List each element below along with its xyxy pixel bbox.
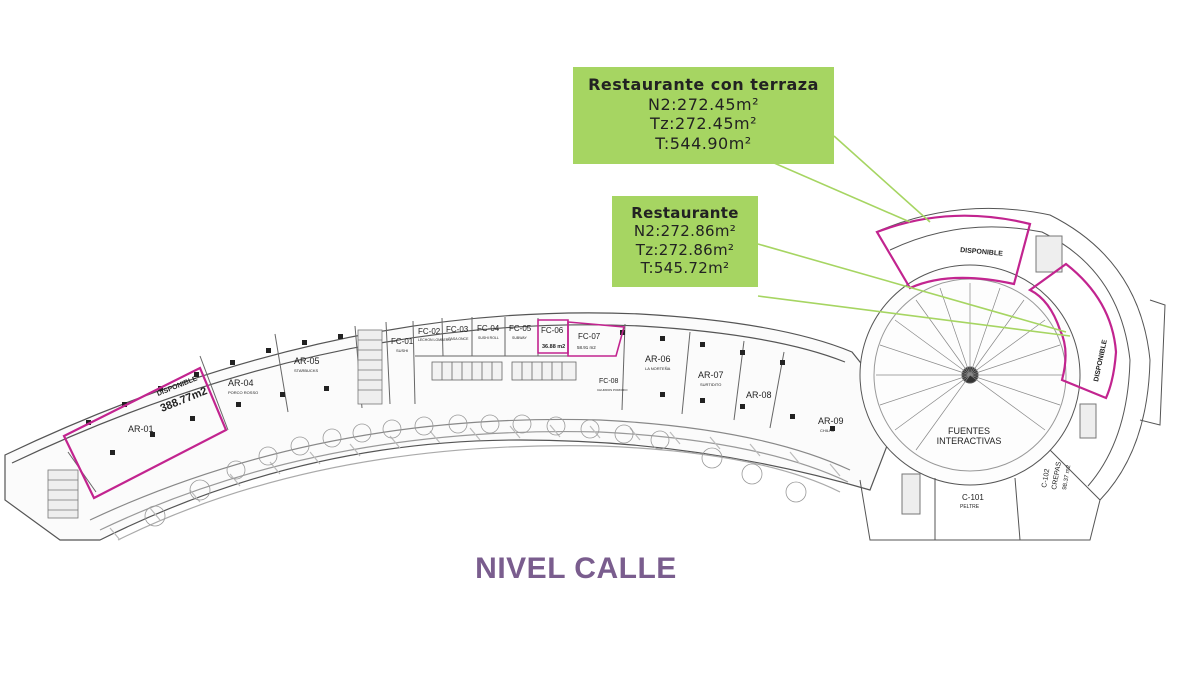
- c102-code: C-102: [1041, 468, 1051, 488]
- ar07-tenant: SURTIDITO: [700, 382, 721, 387]
- ar05-tenant: STARBUCKS: [294, 368, 318, 373]
- fc03-tenant: CASA ONCE: [448, 337, 469, 341]
- fc05-code: FC-05: [509, 324, 532, 333]
- c102-tenant: CREPAS: [1051, 461, 1063, 490]
- ar06-tenant: LA NORTEÑA: [645, 366, 671, 371]
- callout-rest-title: Restaurante: [631, 204, 739, 222]
- fc02-code: FC-02: [418, 327, 441, 336]
- callout-rest-t: T:545.72m²: [640, 258, 730, 277]
- ar04-code: AR-04: [228, 378, 254, 388]
- fc07-area: 58.91 m2: [577, 345, 596, 350]
- callout-rest-tz: Tz:272.86m²: [635, 240, 735, 259]
- fc01-tenant: SUSHI: [396, 348, 408, 353]
- food-court-counters: [431, 361, 577, 381]
- c101-tenant: PELTRE: [960, 504, 980, 510]
- ar07-code: AR-07: [698, 370, 724, 380]
- level-title: NIVEL CALLE: [475, 552, 677, 585]
- fuentes-line2: INTERACTIVAS: [937, 436, 1002, 446]
- fc07-outline: [567, 321, 626, 357]
- fc02-tenant: LECHON LOMBERO: [418, 338, 451, 342]
- ar04-tenant: PORCO ROSSO: [228, 390, 258, 395]
- ar09-code: AR-09: [818, 416, 844, 426]
- ar09-tenant: CHILI'S: [820, 428, 834, 433]
- rest-unit-status: DISPONIBLE: [1093, 339, 1109, 383]
- plaza: [859, 207, 1166, 541]
- ar08-code: AR-08: [746, 390, 772, 400]
- fc07-code: FC-07: [578, 332, 601, 341]
- ar01-outline: [62, 366, 228, 500]
- highlighted-units: [62, 214, 1118, 500]
- callout-terraza-title: Restaurante con terraza: [588, 75, 819, 94]
- stair-core: [47, 329, 383, 519]
- fc04-code: FC-04: [477, 324, 500, 333]
- fc01-code: FC-01: [391, 337, 414, 346]
- planters: [144, 414, 807, 527]
- c102-area: 98.37 m2: [1062, 464, 1072, 490]
- fc04-tenant: SUSHI ROLL: [478, 336, 499, 340]
- fc05-tenant: SUBWAY: [512, 336, 527, 340]
- rest-unit-outline: [1027, 262, 1118, 400]
- fc08-code: FC-08: [599, 378, 619, 385]
- callout-restaurante: Restaurante N2:272.86m² Tz:272.86m² T:54…: [612, 196, 758, 287]
- west-wing: [4, 312, 901, 541]
- callout-terraza-t: T:544.90m²: [655, 133, 752, 153]
- fc08-tenant: CHURROS PORFIRIO: [597, 388, 628, 392]
- fuentes-line1: FUENTES: [948, 426, 990, 436]
- callout-rest-n2: N2:272.86m²: [633, 222, 737, 241]
- ar01-code: AR-01: [128, 424, 154, 434]
- ar06-code: AR-06: [645, 354, 671, 364]
- ar05-code: AR-05: [294, 356, 320, 366]
- fc06-code: FC-06: [541, 326, 564, 335]
- callout-terraza-tz: Tz:272.45m²: [649, 114, 758, 134]
- c101-code: C-101: [962, 493, 984, 502]
- fc06-area: 36.88 m2: [542, 344, 565, 350]
- callout-terraza-n2: N2:272.45m²: [647, 94, 760, 114]
- callout-restaurante-con-terraza: Restaurante con terraza N2:272.45m² Tz:2…: [573, 67, 834, 164]
- fc03-code: FC-03: [446, 325, 469, 334]
- terraza-unit-outline: [875, 214, 1032, 290]
- terraza-unit-status: DISPONIBLE: [960, 247, 1004, 258]
- leader-lines: [757, 135, 1071, 337]
